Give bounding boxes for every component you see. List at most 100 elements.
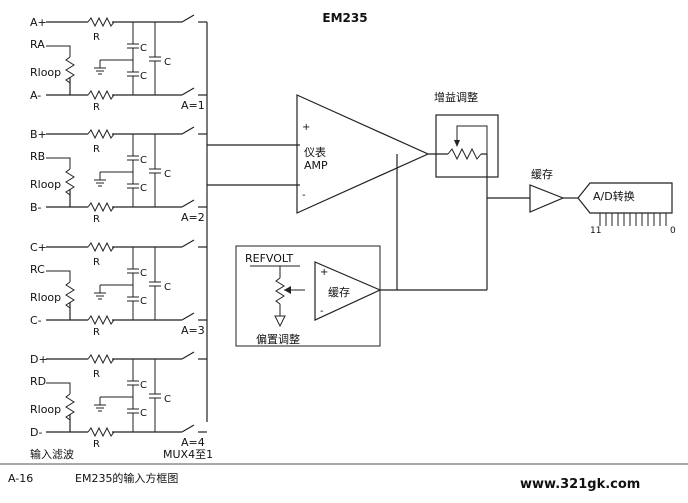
channel-plus-label: A+: [30, 16, 47, 29]
channel-minus-label: A-: [30, 89, 41, 102]
loop-resistor: [65, 56, 75, 84]
channel-plus-label: D+: [30, 353, 48, 366]
mux-switch-top: [181, 239, 207, 248]
capacitor-lower: [127, 71, 139, 77]
capacitor-upper: [127, 380, 139, 386]
capacitor-lower: [127, 408, 139, 414]
inner-plus: +: [320, 267, 328, 278]
series-resistor-bottom: [87, 89, 115, 101]
channel-r-label: RA: [30, 38, 45, 51]
series-resistor-bottom: [87, 426, 115, 438]
amp-plus-sign: +: [302, 122, 310, 133]
diagram-title: EM235: [322, 11, 367, 25]
series-resistor-bottom: [87, 201, 115, 213]
ground-symbol: [94, 60, 106, 75]
instrumentation-amplifier: + - 仪表 AMP: [296, 94, 430, 214]
mux-switch-bottom: [181, 87, 207, 96]
series-resistor-bottom: [87, 314, 115, 326]
capacitor-upper: [127, 268, 139, 274]
series-resistor-top: [87, 353, 115, 365]
channel-minus-label: B-: [30, 201, 42, 214]
channel-r-label: RD: [30, 375, 46, 388]
output-buffer: 缓存: [529, 167, 578, 213]
capacitor-label-lower: C: [140, 71, 147, 82]
capacitor-upper: [127, 43, 139, 49]
capacitor-label-upper: C: [140, 380, 147, 391]
channel-rloop-label: Rloop: [30, 403, 61, 416]
capacitor-lower: [127, 296, 139, 302]
resistor-label-top: R: [93, 32, 100, 43]
adc-bit-low: 0: [670, 226, 676, 236]
mux-switch-bottom: [181, 424, 207, 433]
footer-website: www.321gk.com: [520, 477, 640, 492]
capacitor-label-lower: C: [140, 296, 147, 307]
mux-switch-top: [181, 126, 207, 135]
footer-page: A-16: [8, 472, 33, 485]
capacitor-label-lower: C: [140, 183, 147, 194]
series-resistor-top: [87, 16, 115, 28]
series-resistor-top: [87, 241, 115, 253]
channel-plus-label: C+: [30, 241, 47, 254]
gain-adjust: 增益调整: [396, 90, 530, 290]
mux-switch-bottom: [181, 312, 207, 321]
channel-r-label: RB: [30, 150, 45, 163]
channel-rloop-label: Rloop: [30, 178, 61, 191]
capacitor-label-side: C: [164, 394, 171, 405]
channel-r-label: RC: [30, 263, 45, 276]
capacitor-label-side: C: [164, 282, 171, 293]
capacitor-upper: [127, 155, 139, 161]
capacitor-lower: [127, 183, 139, 189]
series-resistor-top: [87, 128, 115, 140]
resistor-label-bottom: R: [93, 214, 100, 225]
mux-switch-top: [181, 14, 207, 23]
inner-buffer-label: 缓存: [328, 285, 350, 299]
adc-label: A/D转换: [593, 189, 635, 203]
loop-resistor: [65, 393, 75, 421]
amp-label-line1: 仪表: [304, 145, 326, 159]
capacitor-side: [149, 281, 161, 287]
footer-caption: EM235的输入方框图: [75, 471, 178, 485]
mux-switch-bottom: [181, 199, 207, 208]
ground-symbol: [94, 285, 106, 300]
input-filter-label: 输入滤波: [30, 447, 74, 461]
mux-bus: [206, 22, 300, 422]
offset-block: REFVOLT + - 缓存 偏置调整: [235, 245, 487, 347]
capacitor-label-lower: C: [140, 408, 147, 419]
capacitor-label-side: C: [164, 57, 171, 68]
capacitor-label-upper: C: [140, 155, 147, 166]
adc-bit-high: 11: [590, 226, 601, 236]
resistor-label-bottom: R: [93, 102, 100, 113]
ground-symbol: [94, 172, 106, 187]
loop-resistor: [65, 168, 75, 196]
channel-minus-label: D-: [30, 426, 42, 439]
capacitor-side: [149, 393, 161, 399]
inner-minus: -: [320, 306, 324, 317]
input-channels: A+RARloopA-RRCCCA=1B+RBRloopB-RRCCCA=2C+…: [30, 14, 207, 450]
amp-minus-sign: -: [302, 190, 306, 201]
mux-label: MUX4至1: [163, 448, 213, 461]
loop-resistor: [65, 281, 75, 309]
channel-gain-label: A=1: [181, 99, 205, 112]
amp-label-line2: AMP: [304, 159, 328, 172]
channel-rloop-label: Rloop: [30, 66, 61, 79]
channel-rloop-label: Rloop: [30, 291, 61, 304]
offset-adjust-label: 偏置调整: [256, 332, 300, 346]
ad-converter: A/D转换 11 0: [577, 182, 676, 236]
resistor-label-top: R: [93, 369, 100, 380]
channel-plus-label: B+: [30, 128, 47, 141]
capacitor-side: [149, 168, 161, 174]
output-buffer-label: 缓存: [531, 167, 553, 181]
capacitor-label-upper: C: [140, 43, 147, 54]
resistor-label-bottom: R: [93, 327, 100, 338]
capacitor-label-upper: C: [140, 268, 147, 279]
mux-switch-top: [181, 351, 207, 360]
refvolt-label: REFVOLT: [245, 252, 294, 265]
channel-minus-label: C-: [30, 314, 42, 327]
resistor-label-top: R: [93, 257, 100, 268]
channel-gain-label: A=3: [181, 324, 205, 337]
